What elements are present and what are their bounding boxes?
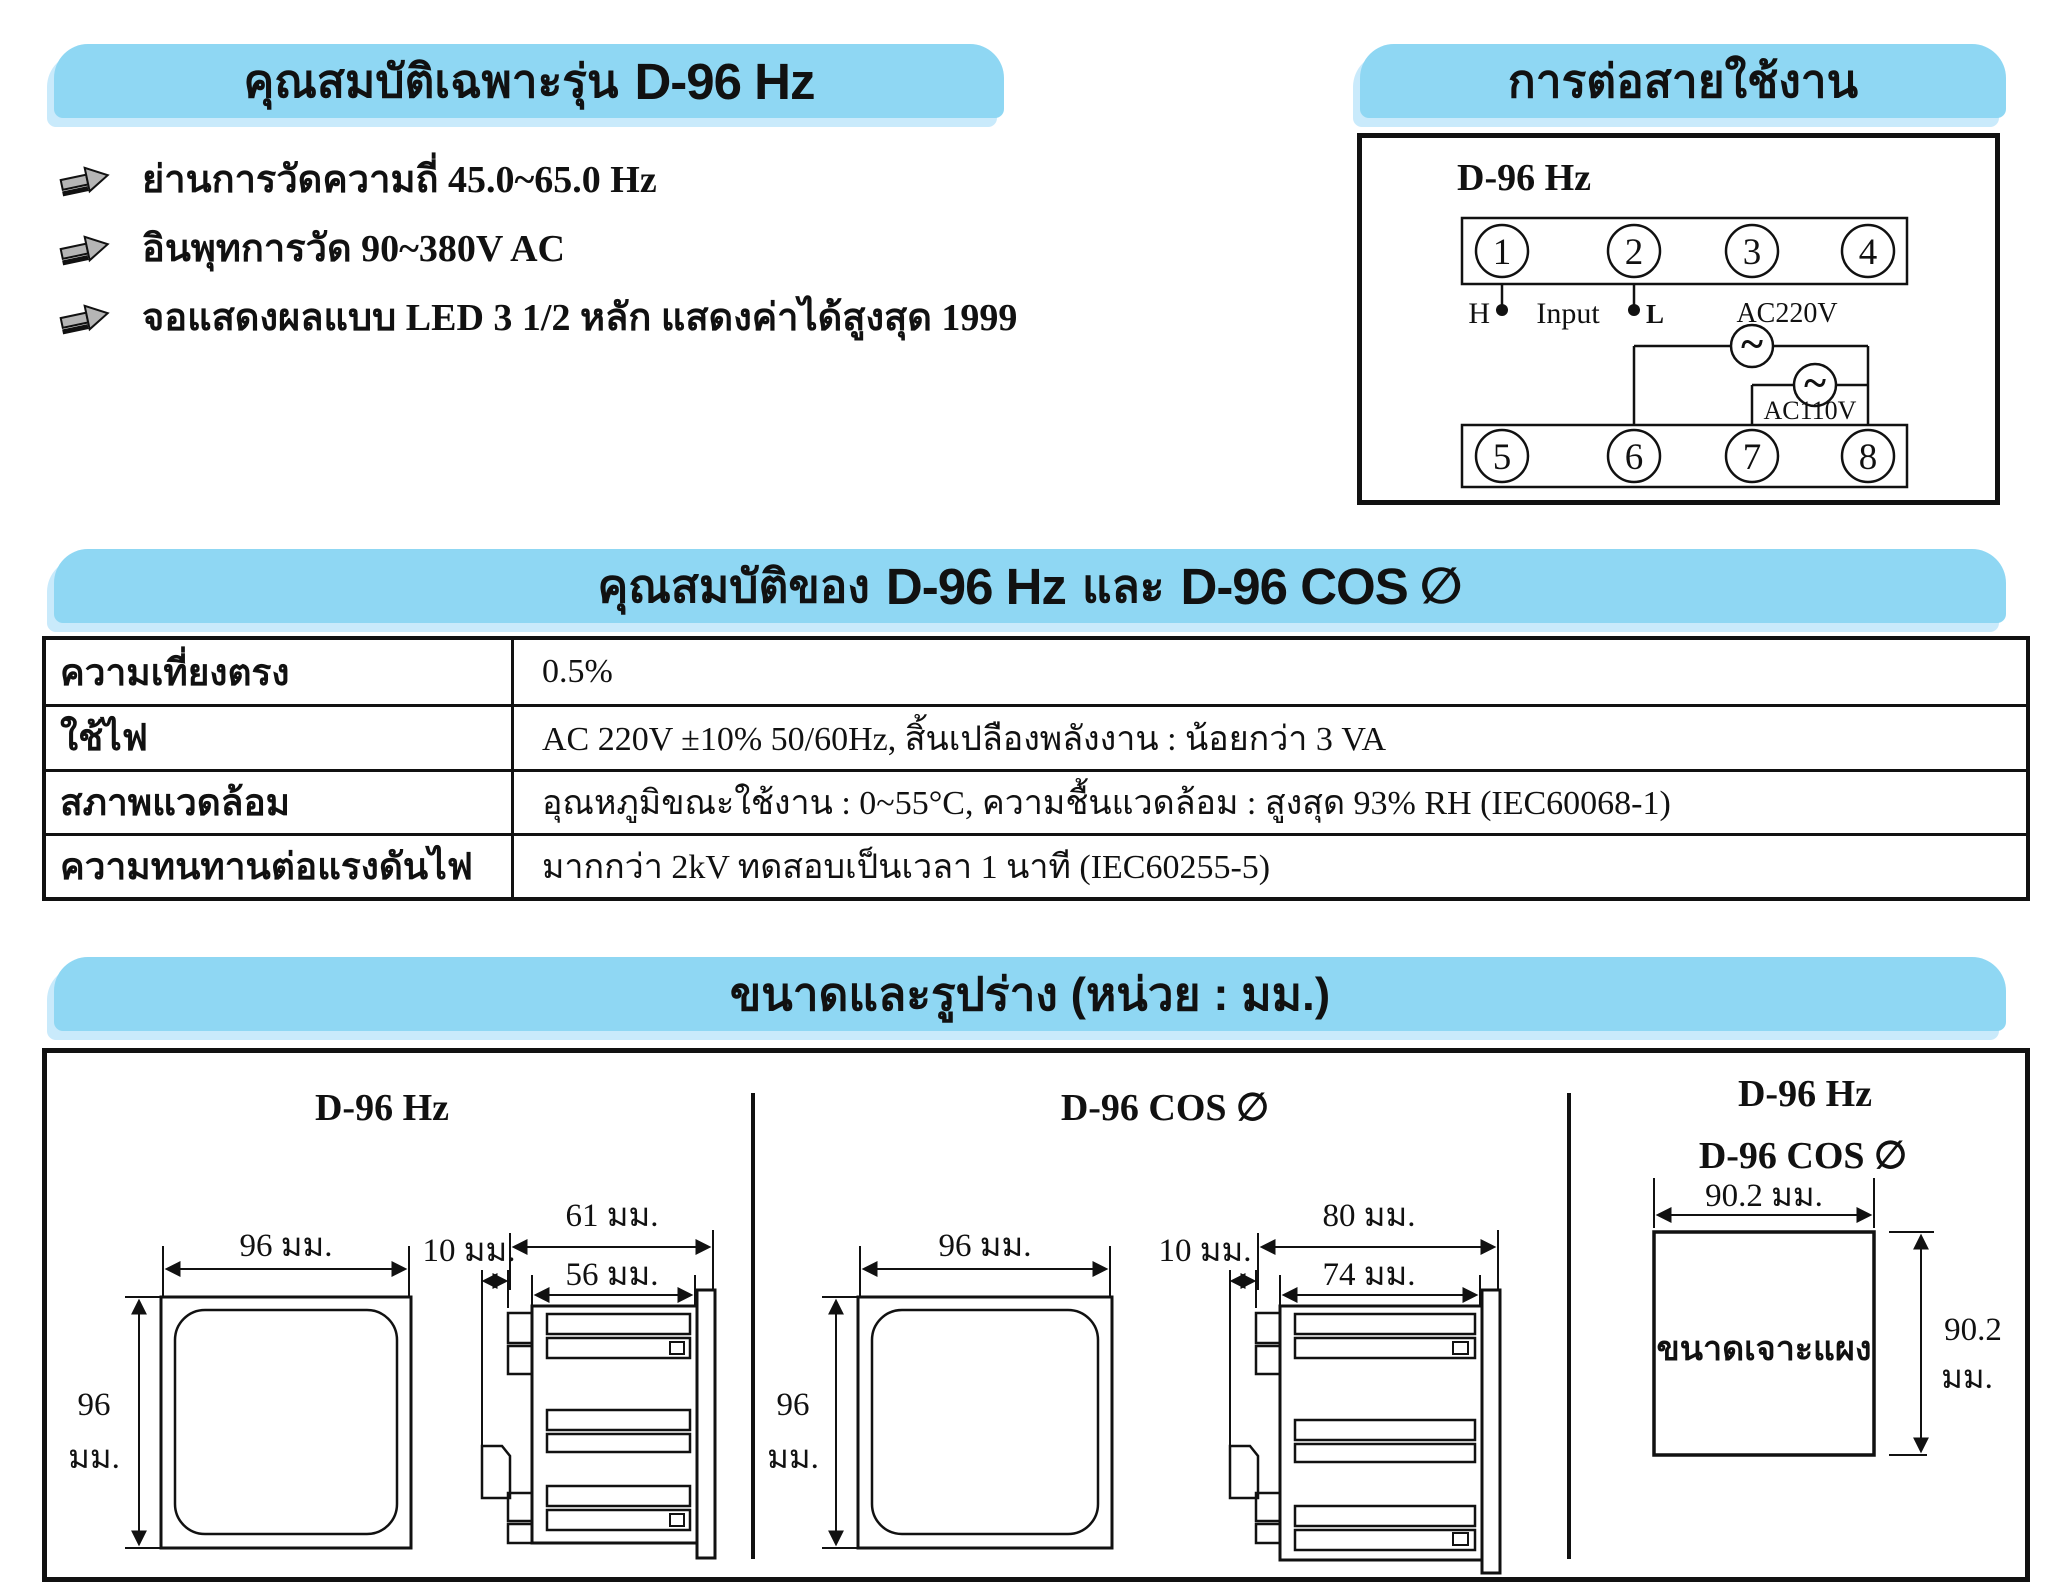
feature-item: ย่านการวัดความถี่ 45.0~65.0 Hz (58, 148, 657, 209)
sine-glyph: ~ (1804, 361, 1826, 407)
feature-text: อินพุทการวัด 90~380V AC (142, 228, 565, 270)
terminal-1: 1 (1493, 232, 1512, 273)
features-title: คุณสมบัติเฉพาะรุ่น (243, 54, 619, 107)
section-model-label-1: D-96 Hz (1738, 1073, 1872, 1115)
section-divider (751, 1093, 755, 1559)
section-model-label-2: D-96 COS ∅ (1699, 1135, 1907, 1177)
height-dim-label: 96 (777, 1387, 810, 1423)
features-title-model: D-96 Hz (634, 52, 815, 110)
mounting-clamp (1228, 1444, 1260, 1500)
dimensions-box (42, 1048, 2030, 1582)
feature-text: จอแสดงผลแบบ LED 3 1/2 หลัก แสดงค่าได้สูง… (142, 297, 1018, 339)
spec-row-value: มากกว่า 2kV ทดสอบเป็นเวลา 1 นาที (IEC602… (514, 832, 2026, 897)
spec-row-label: ความเที่ยงตรง (46, 640, 514, 705)
side-view-bezel (695, 1288, 717, 1560)
h-terminal-label: H (1468, 297, 1490, 330)
wiring-model-label: D-96 Hz (1457, 157, 1591, 199)
l-terminal-label: L (1646, 299, 1664, 329)
dimension-drawing-cutout: D-96 Hz D-96 COS ∅ 90.2 มม. ขนาดเจาะแผง … (1652, 1073, 2002, 1457)
cutout-height-unit: มม. (1941, 1360, 1993, 1396)
spec-table: ความเที่ยงตรง 0.5% ใช้ไฟ AC 220V ±10% 50… (42, 636, 2030, 901)
height-dim-unit: มม. (68, 1440, 120, 1476)
terminal-strip-bottom (1460, 423, 1909, 489)
front-view-outline (159, 1295, 413, 1550)
arrow-right-icon (59, 303, 110, 334)
dimensions-title: ขนาดและรูปร่าง (หน่วย : มม.) (729, 967, 1331, 1020)
gap-dim-label: 10 มม. (422, 1233, 515, 1269)
terminal-7: 7 (1743, 437, 1762, 478)
width-dim-label: 96 มม. (239, 1228, 332, 1264)
depth-inner-label: 74 มม. (1322, 1257, 1415, 1293)
terminal-strip-top (1460, 216, 1909, 286)
width-dim-label: 96 มม. (938, 1228, 1031, 1264)
terminal-4: 4 (1859, 232, 1878, 273)
front-view-screen (870, 1308, 1100, 1536)
mounting-clamp (480, 1444, 512, 1500)
wiring-header-banner: การต่อสายใช้งาน (1360, 44, 2006, 118)
feature-item: จอแสดงผลแบบ LED 3 1/2 หลัก แสดงค่าได้สูง… (58, 286, 1017, 347)
depth-outer-label: 80 มม. (1322, 1198, 1415, 1234)
section-model-label: D-96 COS ∅ (1061, 1087, 1269, 1129)
terminal-2: 2 (1625, 232, 1644, 273)
sine-glyph: ~ (1741, 322, 1763, 368)
terminal-5: 5 (1493, 437, 1512, 478)
wiring-diagram: D-96 Hz 1 2 3 4 H Input L AC220V ~ ~ AC1… (1457, 157, 1909, 489)
feature-item: อินพุทการวัด 90~380V AC (58, 217, 565, 278)
section-model-label: D-96 Hz (315, 1087, 449, 1129)
arrow-right-icon (59, 165, 110, 196)
front-view-outline (856, 1295, 1114, 1550)
spec-row-value: 0.5% (542, 653, 613, 691)
terminal-8: 8 (1859, 437, 1878, 478)
depth-outer-label: 61 มม. (565, 1198, 658, 1234)
height-dim-unit: มม. (767, 1440, 819, 1476)
phi-symbol: ∅ (1419, 557, 1463, 615)
dimension-drawing-d96hz: D-96 Hz 96 มม. 96 มม. 10 มม. 61 มม. 56 ม… (68, 1087, 717, 1560)
side-view-bezel (1480, 1288, 1502, 1575)
spec-row-label: ความทนทานต่อแรงดันไฟ (46, 832, 514, 897)
terminal-6: 6 (1625, 437, 1644, 478)
dimensions-header-banner: ขนาดและรูปร่าง (หน่วย : มม.) (54, 957, 2006, 1031)
features-header-banner: คุณสมบัติเฉพาะรุ่น D-96 Hz (54, 44, 1004, 118)
front-view-screen (173, 1308, 399, 1536)
wiring-title: การต่อสายใช้งาน (1507, 54, 1859, 107)
cutout-width-label: 90.2 มม. (1705, 1178, 1823, 1214)
specs-title-and: และ (1081, 559, 1165, 612)
section-divider (1567, 1093, 1571, 1559)
depth-inner-label: 56 มม. (565, 1257, 658, 1293)
side-view-body (1278, 1304, 1484, 1562)
arrow-right-icon (59, 234, 110, 265)
side-view-body (530, 1304, 699, 1545)
input-label: Input (1536, 297, 1600, 330)
specs-title-prefix: คุณสมบัติของ (597, 559, 870, 612)
spec-row-label: ใช้ไฟ (46, 704, 514, 769)
ac110-label: AC110V (1764, 396, 1857, 425)
panel-cutout-outline (1652, 1230, 1876, 1457)
specs-title-model1: D-96 Hz (885, 557, 1067, 615)
spec-row-value: อุณหภูมิขณะใช้งาน : 0~55°C, ความชื้นแวดล… (514, 768, 2026, 833)
gap-dim-label: 10 มม. (1158, 1233, 1251, 1269)
specs-title-model2: D-96 COS (1180, 557, 1408, 615)
cutout-label: ขนาดเจาะแผง (1657, 1331, 1872, 1368)
cutout-height-label: 90.2 (1944, 1312, 2002, 1348)
wiring-diagram-box (1357, 133, 2000, 505)
height-dim-label: 96 (78, 1387, 111, 1423)
spec-row-label: สภาพแวดล้อม (46, 768, 514, 833)
specs-header-banner: คุณสมบัติของ D-96 Hz และ D-96 COS ∅ (54, 549, 2006, 623)
feature-text: ย่านการวัดความถี่ 45.0~65.0 Hz (142, 159, 657, 201)
terminal-3: 3 (1743, 232, 1762, 273)
spec-row-value: AC 220V ±10% 50/60Hz, สิ้นเปลืองพลังงาน … (514, 704, 2026, 768)
dimension-drawing-d96cos: D-96 COS ∅ 96 มม. 96 มม. 10 มม. 80 มม. 7… (767, 1087, 1502, 1575)
